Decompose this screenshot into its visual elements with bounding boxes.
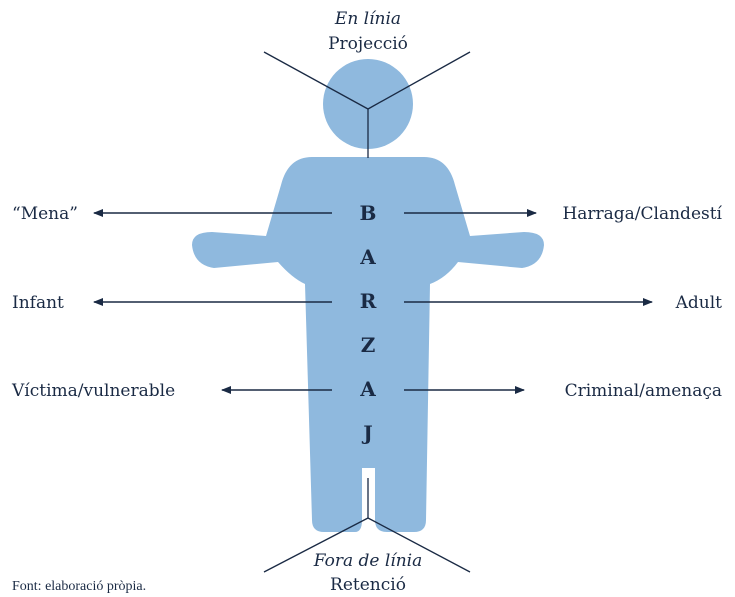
bottom-mode-label: Fora de línia [313,551,423,571]
letter-6: J [361,421,372,445]
left-label-3: Víctima/vulnerable [11,381,175,401]
figure-head [323,59,413,149]
letter-5: A [359,377,376,401]
top-connector [263,51,471,158]
figure-body [192,157,544,532]
arrows [93,209,653,394]
letter-2: A [359,245,376,269]
bottom-label: Retenció [330,575,406,595]
right-label-2: Adult [675,293,723,313]
human-figure [192,59,544,532]
left-label-2: Infant [12,293,64,313]
vertical-word: B A R Z A J [359,201,376,445]
letter-4: Z [361,333,376,357]
bottom-connector [263,478,471,573]
letter-3: R [360,289,377,313]
right-label-3: Criminal/amenaça [565,381,722,401]
source-note: Font: elaboració pròpia. [12,579,146,594]
left-label-1: “Mena” [12,204,78,224]
right-label-1: Harraga/Clandestí [562,204,722,224]
top-label: Projecció [328,34,408,54]
top-mode-label: En línia [334,9,401,29]
letter-1: B [360,201,377,225]
